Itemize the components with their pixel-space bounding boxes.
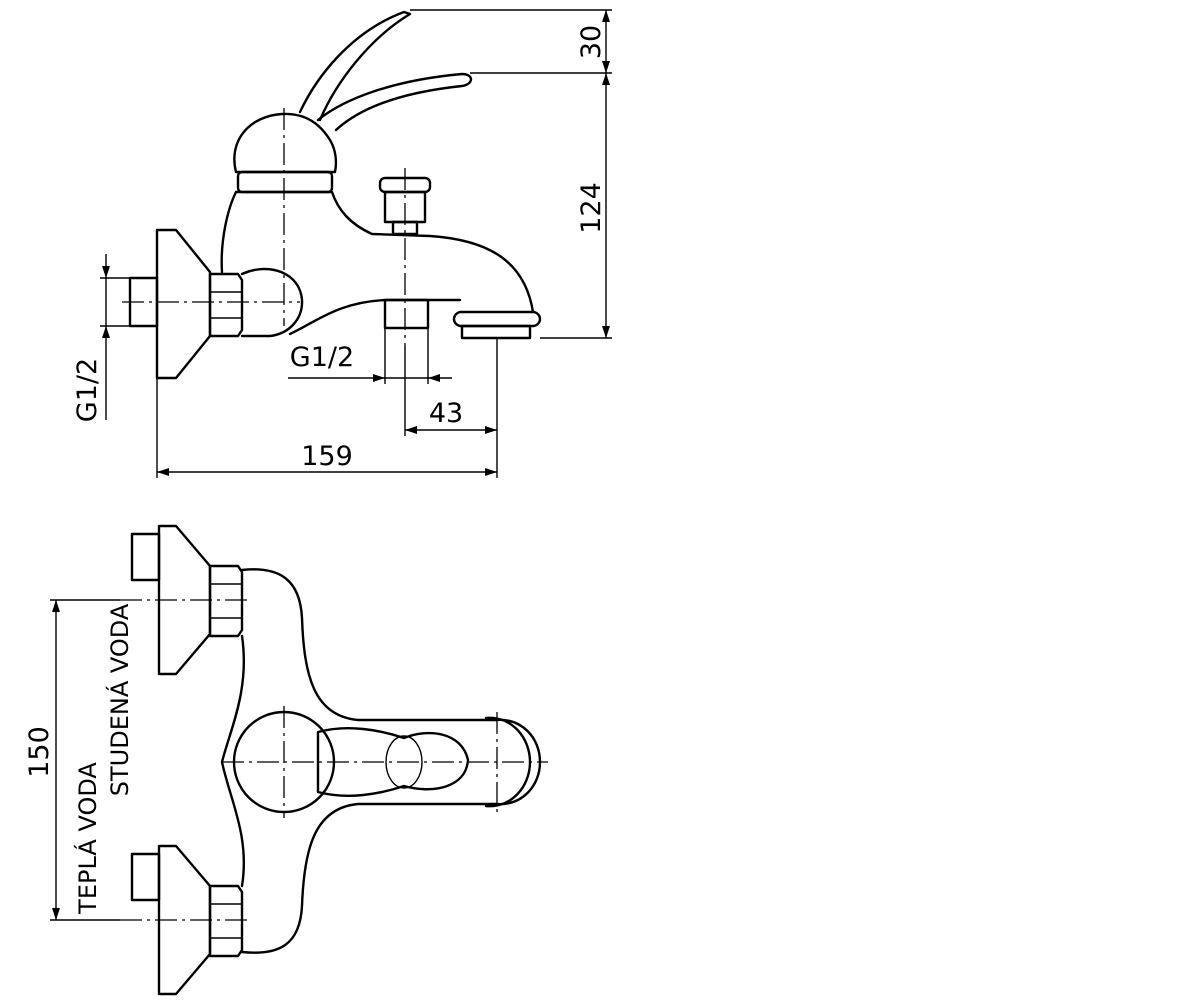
- label-cold-water: STUDENÁ VODA: [105, 603, 134, 796]
- dim-inlet-spacing: 150: [24, 726, 55, 778]
- dim-handle-travel: 30: [576, 25, 607, 59]
- lever-top: [316, 727, 470, 797]
- top-body: [220, 568, 498, 954]
- lever-lower: [316, 72, 473, 132]
- spout-tip: [452, 310, 542, 328]
- dim-thread-outlet: G1/2: [290, 342, 354, 373]
- dim-spout-offset: 43: [429, 398, 463, 429]
- label-hot-water: TEPLÁ VODA: [73, 762, 102, 915]
- lever-raised: [298, 10, 412, 122]
- upper-nut: [208, 564, 244, 638]
- side-view: 30 124 G1/2 G1/2 43 159: [72, 9, 612, 478]
- valve-body: [220, 190, 535, 314]
- dim-thread-inlet: G1/2: [72, 358, 103, 422]
- lower-nut: [208, 884, 244, 958]
- top-view: 150 STUDENÁ VODA TEPLÁ VODA: [24, 524, 548, 996]
- cartridge-cap: [233, 112, 338, 174]
- dim-spout-height: 124: [576, 182, 607, 234]
- wall-rosette: [155, 228, 212, 380]
- body-elbow: [240, 267, 304, 338]
- dim-overall-length: 159: [301, 441, 353, 472]
- hex-nut: [208, 272, 244, 338]
- outlet-fitting: [383, 298, 430, 330]
